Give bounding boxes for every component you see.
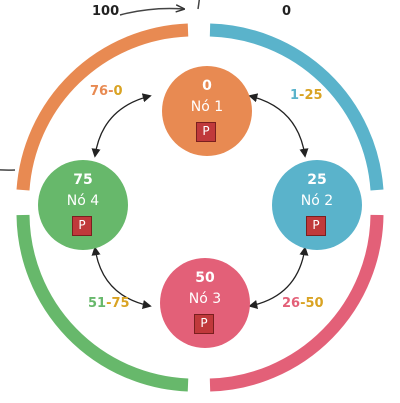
link-node4-node1 xyxy=(91,93,152,158)
p-badge-icon: P xyxy=(306,216,326,236)
range-high: 50 xyxy=(305,296,324,311)
range-high: 0 xyxy=(113,84,123,99)
node-3: 50 Nó 3 P xyxy=(160,258,250,348)
p-badge-icon: P xyxy=(196,122,216,142)
node-value: 50 xyxy=(195,270,215,286)
segment-blue xyxy=(209,23,384,191)
segment-pink xyxy=(209,214,384,392)
node-name: Nó 2 xyxy=(300,193,334,209)
link-node2-node3 xyxy=(248,246,309,309)
outer-start-label: 100 xyxy=(92,4,120,19)
node-value: 25 xyxy=(307,172,327,188)
range-dash: - xyxy=(106,296,112,311)
range-low: 51 xyxy=(88,296,107,311)
node-2: 25 Nó 2 P xyxy=(272,160,362,250)
node-name: Nó 3 xyxy=(188,291,222,307)
segment-green xyxy=(16,214,189,392)
node-name: Nó 1 xyxy=(190,99,224,115)
node-4: 75 Nó 4 P xyxy=(38,160,128,250)
p-badge-icon: P xyxy=(194,314,214,334)
node-name: Nó 4 xyxy=(66,193,100,209)
range-label-node2: 1-25 xyxy=(290,88,323,103)
range-label-node4: 51-75 xyxy=(88,296,130,311)
outer-direction-arrowhead xyxy=(119,8,184,16)
link-node1-node2 xyxy=(248,93,309,158)
range-label-node3: 26-50 xyxy=(282,296,324,311)
range-high: 25 xyxy=(304,88,323,103)
node-value: 0 xyxy=(202,78,212,94)
node-value: 75 xyxy=(73,172,93,188)
p-badge-icon: P xyxy=(72,216,92,236)
link-node3-node4 xyxy=(91,246,152,309)
range-label-node1: 76-0 xyxy=(90,84,123,99)
range-high: 75 xyxy=(111,296,130,311)
range-dash: - xyxy=(299,88,305,103)
range-dash: - xyxy=(300,296,306,311)
range-low: 26 xyxy=(282,296,301,311)
node-1: 0 Nó 1 P xyxy=(162,66,252,156)
segment-orange xyxy=(16,23,189,191)
outer-end-label: 0 xyxy=(282,4,292,19)
range-dash: - xyxy=(108,84,114,99)
range-low: 1 xyxy=(290,88,300,103)
range-low: 76 xyxy=(90,84,109,99)
